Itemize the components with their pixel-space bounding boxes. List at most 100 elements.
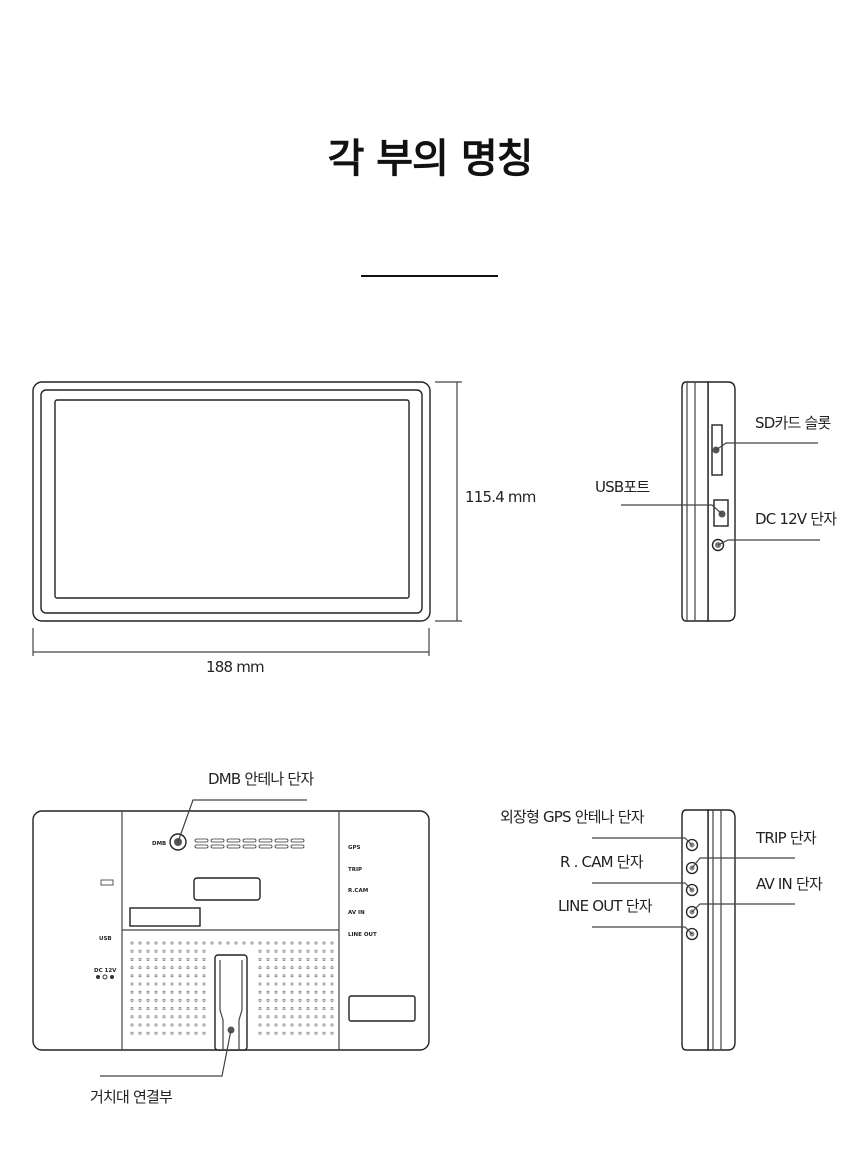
- speaker-hole: [170, 1007, 174, 1010]
- speaker-hole: [298, 1023, 302, 1027]
- vent-slot: [258, 844, 273, 849]
- gps-text: GPS: [348, 845, 361, 851]
- speaker-hole: [130, 990, 134, 994]
- speaker-hole: [306, 958, 310, 961]
- speaker-hole: [130, 958, 134, 961]
- avin-text: AV IN: [348, 910, 365, 916]
- speaker-hole: [266, 941, 270, 945]
- speaker-hole: [322, 982, 326, 986]
- speaker-hole: [298, 1031, 302, 1035]
- speaker-hole: [186, 1015, 190, 1019]
- speaker-hole: [130, 941, 134, 945]
- speaker-hole: [130, 966, 134, 969]
- speaker-hole: [290, 949, 294, 953]
- vent-slot: [226, 838, 241, 843]
- speaker-hole: [330, 1007, 334, 1010]
- speaker-hole: [290, 1023, 294, 1027]
- usb-port-label: USB포트: [595, 478, 650, 496]
- speaker-hole: [322, 958, 326, 961]
- speaker-hole: [266, 966, 270, 969]
- speaker-hole: [290, 966, 294, 969]
- speaker-hole: [314, 1031, 318, 1035]
- speaker-hole: [330, 949, 334, 953]
- dmb-text: DMB: [152, 841, 166, 847]
- speaker-hole: [306, 1023, 310, 1027]
- speaker-hole: [322, 990, 326, 994]
- gps-antenna-label: 외장형 GPS 안테나 단자: [500, 808, 645, 826]
- speaker-hole: [314, 949, 318, 953]
- speaker-hole: [154, 974, 158, 978]
- speaker-hole: [266, 990, 270, 994]
- speaker-hole: [330, 982, 334, 986]
- speaker-hole: [266, 1023, 270, 1027]
- speaker-hole: [162, 1031, 166, 1035]
- speaker-hole: [282, 1015, 286, 1019]
- speaker-hole: [202, 974, 206, 978]
- speaker-hole: [138, 949, 142, 953]
- speaker-hole: [258, 982, 262, 986]
- speaker-hole: [298, 1007, 302, 1010]
- speaker-hole: [178, 999, 182, 1002]
- speaker-hole: [138, 982, 142, 986]
- speaker-hole: [314, 982, 318, 986]
- speaker-hole: [258, 974, 262, 978]
- speaker-hole: [138, 958, 142, 961]
- speaker-hole: [218, 941, 222, 945]
- speaker-hole: [282, 941, 286, 945]
- speaker-hole: [282, 999, 286, 1002]
- speaker-hole: [306, 974, 310, 978]
- side-view-jacks: 외장형 GPS 안테나 단자 R . CAM 단자 LINE OUT 단자 TR…: [500, 808, 824, 1051]
- speaker-hole: [170, 990, 174, 994]
- speaker-hole: [202, 1023, 206, 1027]
- speaker-hole: [322, 941, 326, 945]
- speaker-hole: [154, 1031, 158, 1035]
- speaker-hole: [194, 1023, 198, 1027]
- avin-label: AV IN 단자: [756, 875, 823, 893]
- title-underline: [361, 275, 498, 277]
- speaker-hole: [282, 974, 286, 978]
- speaker-hole: [258, 1007, 262, 1010]
- speaker-hole: [258, 941, 262, 945]
- speaker-hole: [138, 941, 142, 945]
- rcam-text: R.CAM: [348, 888, 368, 894]
- speaker-hole: [258, 966, 262, 969]
- speaker-hole: [274, 1007, 278, 1010]
- speaker-hole: [322, 974, 326, 978]
- speaker-hole: [330, 1031, 334, 1035]
- speaker-hole: [146, 966, 150, 969]
- speaker-hole: [298, 949, 302, 953]
- speaker-hole: [322, 1023, 326, 1027]
- speaker-hole: [322, 966, 326, 969]
- speaker-hole: [186, 1031, 190, 1035]
- dc-12v-label: DC 12V 단자: [755, 510, 837, 528]
- speaker-hole: [250, 941, 254, 945]
- speaker-hole: [258, 1023, 262, 1027]
- speaker-hole: [290, 974, 294, 978]
- speaker-hole: [178, 949, 182, 953]
- speaker-hole: [170, 1015, 174, 1019]
- trip-text: TRIP: [348, 867, 362, 873]
- speaker-hole: [170, 982, 174, 986]
- speaker-hole: [306, 966, 310, 969]
- speaker-hole: [298, 990, 302, 994]
- speaker-hole: [170, 1023, 174, 1027]
- speaker-hole: [282, 949, 286, 953]
- speaker-hole: [138, 1023, 142, 1027]
- speaker-hole: [322, 1007, 326, 1010]
- speaker-hole: [146, 958, 150, 961]
- speaker-hole: [202, 1007, 206, 1010]
- speaker-hole: [162, 966, 166, 969]
- speaker-hole: [282, 982, 286, 986]
- speaker-hole: [138, 974, 142, 978]
- speaker-hole: [186, 982, 190, 986]
- speaker-hole: [322, 949, 326, 953]
- speaker-hole: [178, 966, 182, 969]
- speaker-hole: [186, 1023, 190, 1027]
- speaker-hole: [330, 990, 334, 994]
- speaker-hole: [266, 958, 270, 961]
- speaker-hole: [330, 974, 334, 978]
- speaker-hole: [314, 966, 318, 969]
- speaker-hole: [138, 1007, 142, 1010]
- speaker-hole: [290, 1015, 294, 1019]
